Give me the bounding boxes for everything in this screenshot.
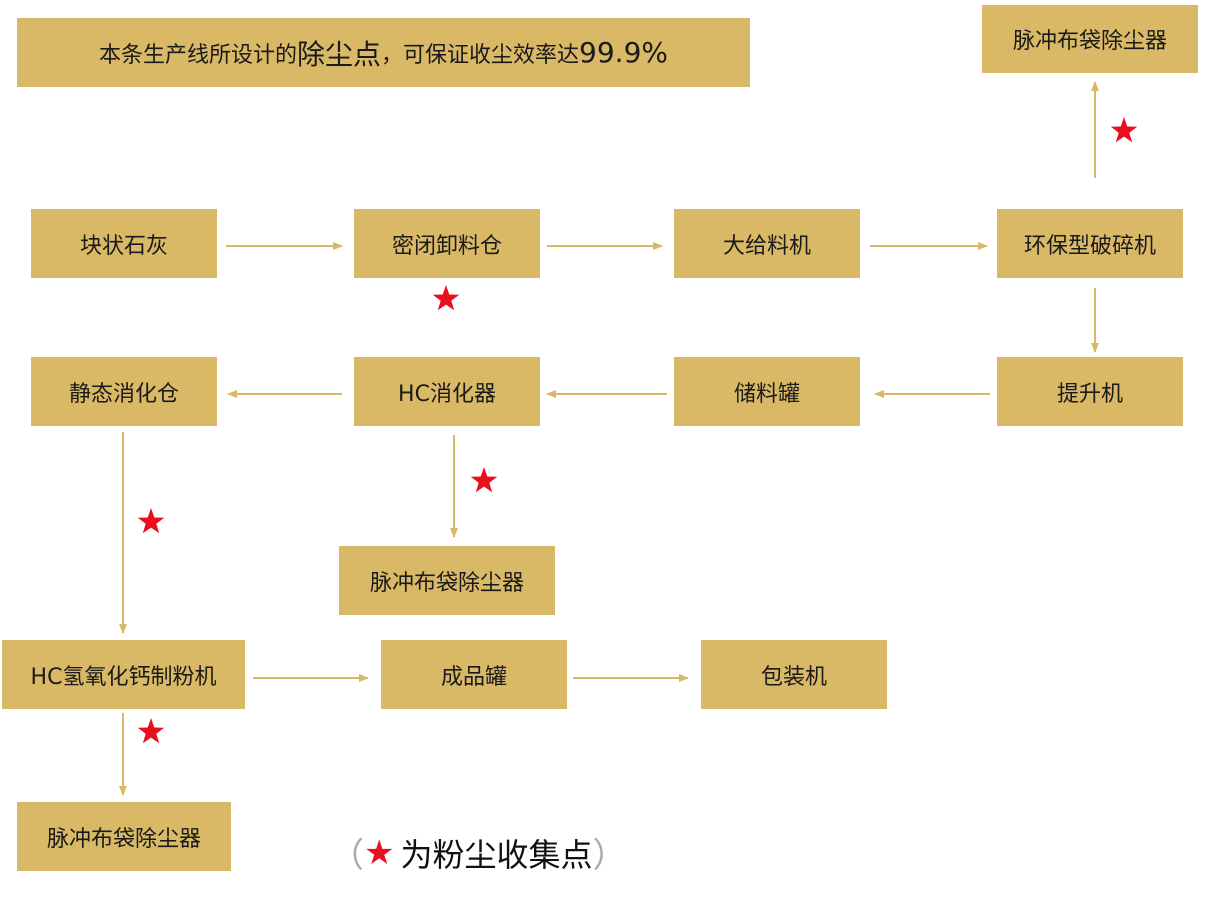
red-star-icon [137, 718, 165, 744]
node-dust-collector-top: 脉冲布袋除尘器 [982, 5, 1198, 73]
legend-open-paren: （ [330, 836, 364, 876]
node-powder-mill: HC氢氧化钙制粉机 [2, 640, 245, 709]
summary-text-1: 本条生产线所设计的 [99, 42, 298, 68]
node-elevator: 提升机 [997, 357, 1183, 426]
red-star-icon: ★ [364, 832, 395, 873]
red-star-icon [470, 467, 498, 493]
legend-close-paren: ） [592, 836, 627, 876]
red-star-icon [432, 285, 460, 311]
node-dust-collector-bottom: 脉冲布袋除尘器 [17, 802, 231, 871]
node-crusher: 环保型破碎机 [997, 209, 1183, 278]
summary-text-2: ，可保证收尘效率达 [381, 42, 580, 68]
node-packer: 包装机 [701, 640, 887, 709]
node-dust-collector-mid: 脉冲布袋除尘器 [339, 546, 555, 615]
node-storage-tank: 储料罐 [674, 357, 860, 426]
node-sealed-bin: 密闭卸料仓 [354, 209, 540, 278]
node-hc-digester: HC消化器 [354, 357, 540, 426]
node-feeder: 大给料机 [674, 209, 860, 278]
node-lump-lime: 块状石灰 [31, 209, 217, 278]
legend-label: 为粉尘收集点 [400, 835, 593, 874]
node-static-digester: 静态消化仓 [31, 357, 217, 426]
summary-value: 99.9% [579, 36, 668, 69]
summary-emphasis: 除尘点 [297, 37, 382, 71]
red-star-icon [137, 508, 165, 534]
red-star-icon [1110, 117, 1138, 143]
legend: （ ★ 为粉尘收集点 ） [330, 828, 627, 877]
node-product-tank: 成品罐 [381, 640, 567, 709]
